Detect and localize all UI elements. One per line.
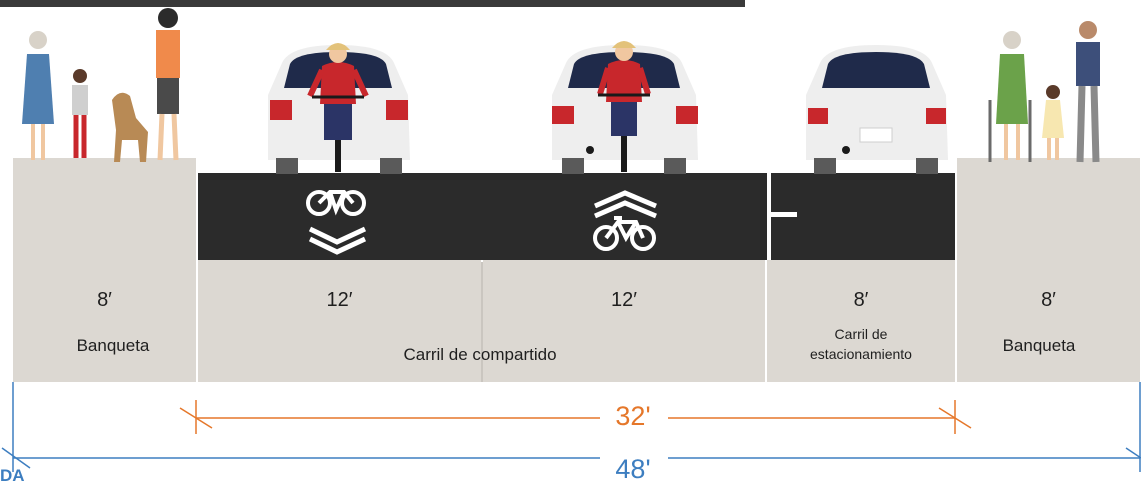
label-sidewalk-right: Banqueta [1002,336,1076,355]
bike-chevron-icon [593,190,657,251]
pedestrians-right [988,21,1100,163]
dimension-32-label: 32' [615,401,651,431]
parking-block [767,260,955,382]
parked-car [806,45,948,174]
dimension-48 [1,382,1141,472]
roadway [198,173,955,260]
sidewalk-right [957,158,1140,382]
label-parking-line2: estacionamiento [810,346,912,362]
width-sidewalk-right: 8′ [1041,289,1056,311]
width-parking: 8′ [853,289,869,311]
dimension-32 [179,400,972,434]
lane-block-1 [198,260,481,382]
lane-block-2 [483,260,765,382]
cyclist-1 [307,43,369,172]
label-parking-line1: Carril de [834,326,888,342]
label-sidewalk-left: Banqueta [76,336,150,355]
logo-fragment: DA [0,466,25,485]
width-lane-2: 12′ [611,289,637,311]
top-bar [0,0,745,7]
parking-tick-icon [767,173,797,260]
sidewalk-left [13,158,196,382]
pedestrians-left [22,8,180,162]
dimension-48-label: 48' [615,454,651,484]
width-lane-1: 12′ [326,289,353,311]
width-sidewalk-left: 8′ [97,289,112,311]
cyclist-2 [597,41,651,172]
label-shared-lane: Carril de compartido [403,345,557,364]
sharrow-icon [306,190,367,255]
